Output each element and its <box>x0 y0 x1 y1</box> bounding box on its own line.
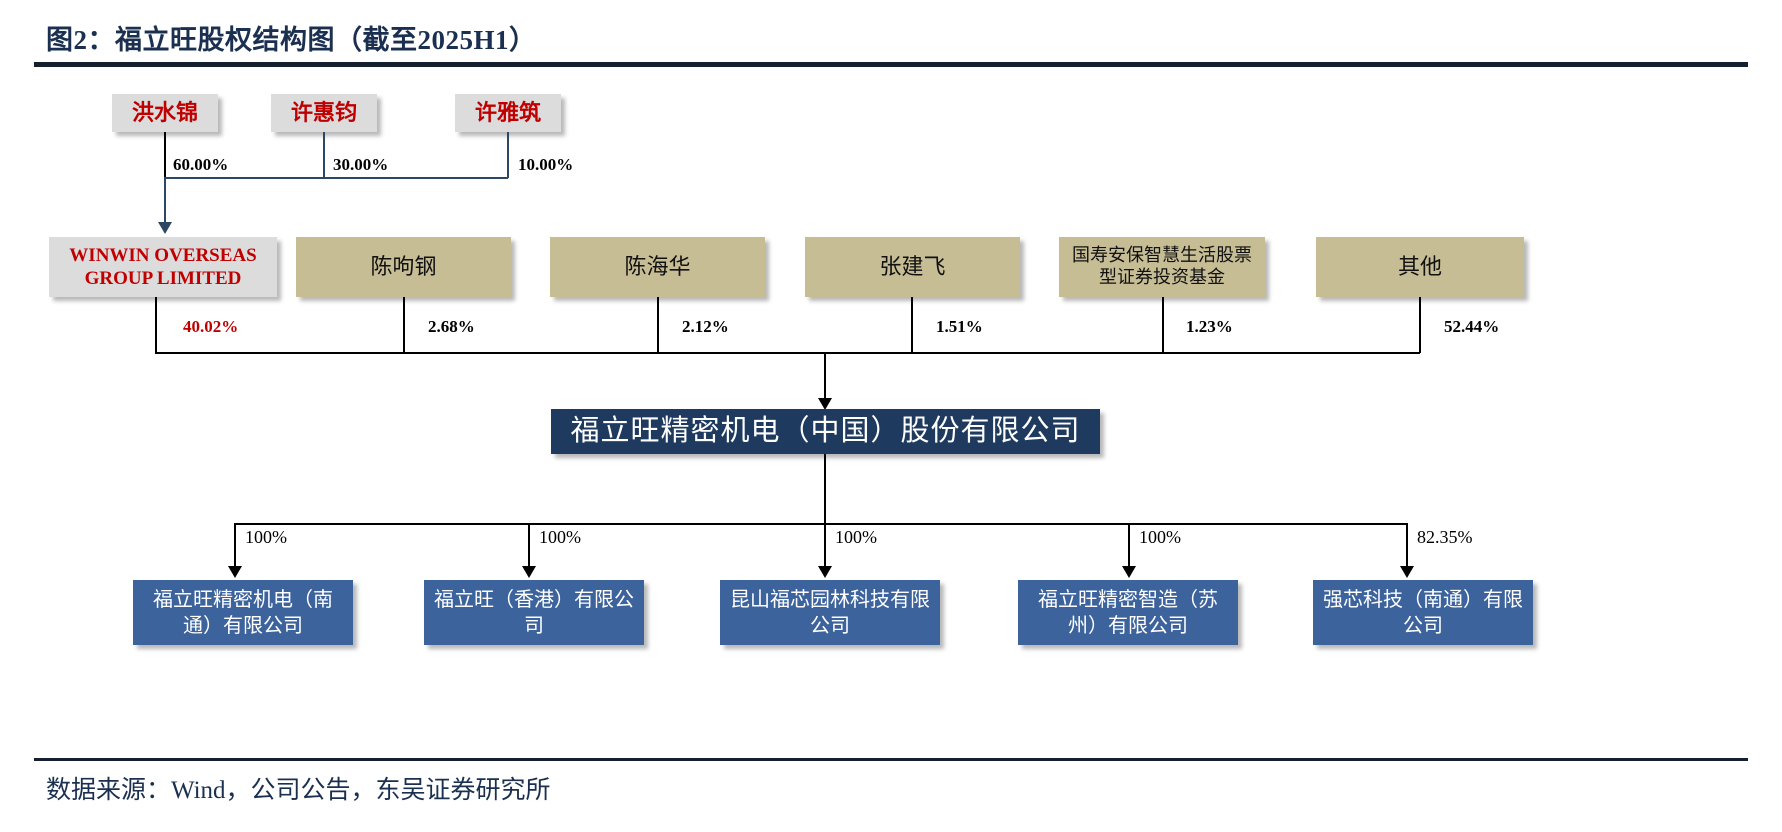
stake-label-person-0: 60.00% <box>173 155 229 174</box>
merge-bar-level1 <box>164 177 508 179</box>
arrow-to-winwin <box>158 222 172 234</box>
subsidiary-box-1: 福立旺（香港）有限公司 <box>424 580 644 645</box>
subsidiary-box-3: 福立旺精密智造（苏州）有限公司 <box>1018 580 1238 645</box>
shareholder-box-3: 张建飞 <box>805 237 1020 297</box>
stake-label-subsidiary-2: 100% <box>835 527 877 547</box>
person-box-2: 许雅筑 <box>455 94 561 132</box>
shareholder-box-1: 陈呴钢 <box>296 237 511 297</box>
connector-to-winwin <box>164 177 166 227</box>
connector-subsidiary-0 <box>234 523 236 571</box>
stake-label-shareholder-4: 1.23% <box>1186 317 1233 336</box>
stake-label-subsidiary-1: 100% <box>539 527 581 547</box>
stake-label-subsidiary-0: 100% <box>245 527 287 547</box>
stake-label-person-1: 30.00% <box>333 155 389 174</box>
subsidiary-box-0: 福立旺精密机电（南通）有限公司 <box>133 580 353 645</box>
collector-bar-level2 <box>155 352 1420 354</box>
person-box-0: 洪水锦 <box>112 94 218 132</box>
connector-shareholder-1 <box>403 297 405 353</box>
arrow-to-company <box>818 398 832 410</box>
connector-subsidiary-1 <box>528 523 530 571</box>
connector-person-2 <box>507 132 509 178</box>
shareholder-box-0: WINWIN OVERSEAS GROUP LIMITED <box>49 237 277 297</box>
stake-label-shareholder-2: 2.12% <box>682 317 729 336</box>
arrow-to-subsidiary-3 <box>1122 566 1136 578</box>
connector-person-1 <box>323 132 325 178</box>
connector-to-company <box>824 352 826 404</box>
stake-label-shareholder-5: 52.44% <box>1444 317 1500 336</box>
stake-label-shareholder-0: 40.02% <box>183 317 239 336</box>
arrow-to-subsidiary-4 <box>1400 566 1414 578</box>
title-divider-top <box>34 62 1748 67</box>
stake-label-shareholder-3: 1.51% <box>936 317 983 336</box>
stake-label-person-2: 10.00% <box>518 155 574 174</box>
connector-shareholder-2 <box>657 297 659 353</box>
arrow-to-subsidiary-2 <box>818 566 832 578</box>
data-source-note: 数据来源：Wind，公司公告，东吴证券研究所 <box>46 777 551 804</box>
subsidiary-box-4: 强芯科技（南通）有限公司 <box>1313 580 1533 645</box>
page-title: 图2：福立旺股权结构图（截至2025H1） <box>46 25 537 55</box>
connector-shareholder-5 <box>1419 297 1421 353</box>
company-box: 福立旺精密机电（中国）股份有限公司 <box>551 409 1100 454</box>
shareholder-box-4: 国寿安保智慧生活股票型证券投资基金 <box>1059 237 1265 297</box>
shareholder-box-5: 其他 <box>1316 237 1524 297</box>
arrow-to-subsidiary-1 <box>522 566 536 578</box>
connector-shareholder-3 <box>911 297 913 353</box>
distribution-bar-level4 <box>234 523 1407 525</box>
connector-person-0 <box>164 132 166 178</box>
shareholder-box-2: 陈海华 <box>550 237 765 297</box>
connector-subsidiary-3 <box>1128 523 1130 571</box>
connector-company-down <box>824 454 826 524</box>
footer-divider <box>34 758 1748 761</box>
connector-shareholder-4 <box>1162 297 1164 353</box>
connector-subsidiary-4 <box>1406 523 1408 571</box>
subsidiary-box-2: 昆山福芯园林科技有限公司 <box>720 580 940 645</box>
stake-label-shareholder-1: 2.68% <box>428 317 475 336</box>
connector-shareholder-0 <box>155 297 157 353</box>
arrow-to-subsidiary-0 <box>228 566 242 578</box>
stake-label-subsidiary-4: 82.35% <box>1417 527 1473 547</box>
person-box-1: 许惠钧 <box>271 94 377 132</box>
stake-label-subsidiary-3: 100% <box>1139 527 1181 547</box>
connector-subsidiary-2 <box>824 523 826 571</box>
